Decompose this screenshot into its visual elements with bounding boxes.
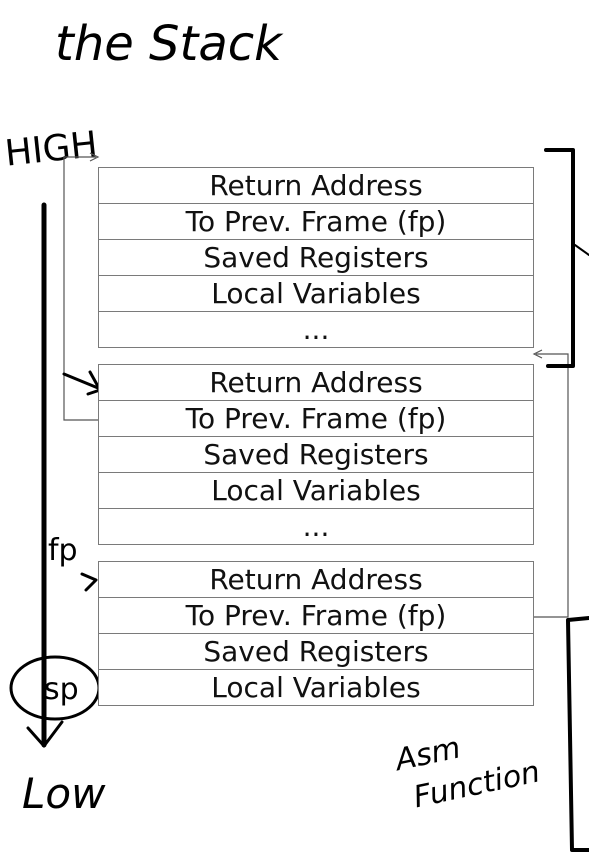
frame-link-2-head — [532, 349, 543, 359]
hand-arrow-frame2 — [62, 372, 100, 390]
frame-link-2 — [534, 353, 569, 618]
title: the Stack — [55, 16, 284, 72]
frame-1-saved-registers: Saved Registers — [98, 239, 534, 276]
asm-function-label: Asm Function — [390, 715, 543, 817]
frame-3-local-variables: Local Variables — [98, 669, 534, 706]
bracket-tick — [574, 244, 589, 256]
frame-3-saved-registers: Saved Registers — [98, 633, 534, 670]
low-label: Low — [22, 769, 106, 818]
frame-2-return-address: Return Address — [98, 364, 534, 401]
frame-3-prev-frame-pointer: To Prev. Frame (fp) — [98, 597, 534, 634]
frame-2-local-variables: Local Variables — [98, 472, 534, 509]
frame-1-ellipsis: ... — [98, 311, 534, 348]
frame-2-saved-registers: Saved Registers — [98, 436, 534, 473]
frame-1-prev-frame-pointer: To Prev. Frame (fp) — [98, 203, 534, 240]
frame-bracket-top — [544, 148, 575, 368]
frame-link-1-head — [89, 152, 100, 162]
frame-1-local-variables: Local Variables — [98, 275, 534, 312]
fp-label: fp — [48, 533, 78, 568]
frame-link-1 — [63, 156, 98, 421]
frame-3-return-address: Return Address — [98, 561, 534, 598]
high-label: HIGH — [3, 124, 99, 174]
fp-arrow — [80, 572, 98, 592]
frame-bracket-bottom — [566, 616, 589, 852]
sp-label: sp — [44, 672, 79, 707]
frame-2-prev-frame-pointer: To Prev. Frame (fp) — [98, 400, 534, 437]
frame-2-ellipsis: ... — [98, 508, 534, 545]
frame-1-return-address: Return Address — [98, 167, 534, 204]
direction-arrowhead — [26, 720, 64, 748]
